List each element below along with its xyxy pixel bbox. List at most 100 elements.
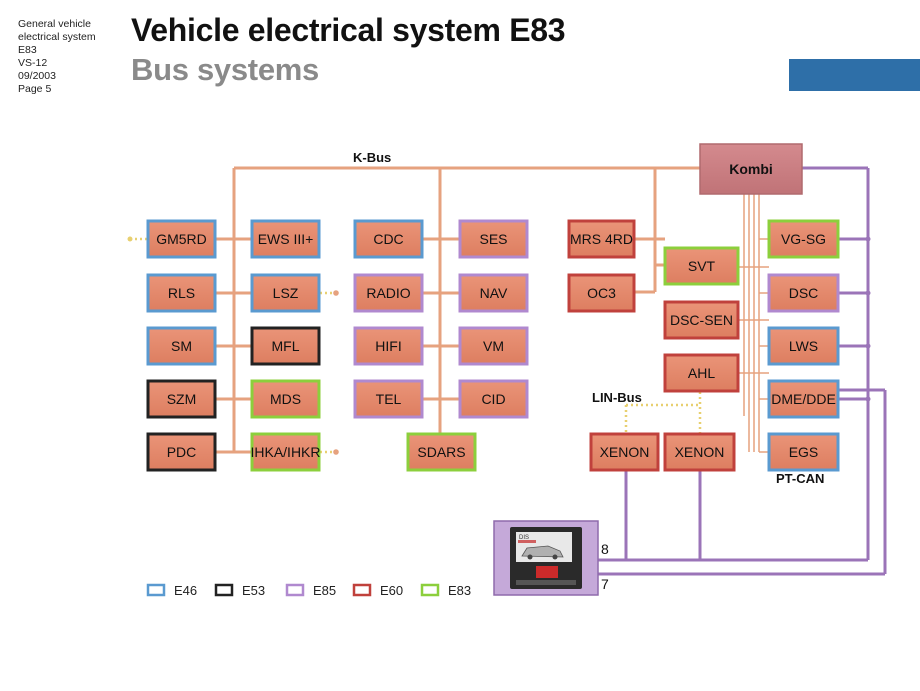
connector-dot <box>333 290 339 296</box>
module-ihka: IHKA/IHKR <box>250 432 321 472</box>
module-label: DSC <box>789 285 819 301</box>
module-label: SES <box>479 231 507 247</box>
module-oc3: OC3 <box>567 273 636 313</box>
page-title: Vehicle electrical system E83 <box>131 12 566 48</box>
meta-line: electrical system <box>18 31 96 43</box>
module-label: HIFI <box>375 338 401 354</box>
legend-swatch <box>214 583 234 597</box>
module-tel: TEL <box>353 379 424 419</box>
module-label: IHKA/IHKR <box>250 444 320 460</box>
pt-can-label: PT-CAN <box>776 471 824 486</box>
meta-line: General vehicle <box>18 18 91 30</box>
pin-7-label: 7 <box>601 576 609 592</box>
legend: E46 E53 E85 E60 E83 <box>146 583 471 598</box>
module-label: MFL <box>272 338 300 354</box>
k-bus-wiring <box>215 166 700 454</box>
connector-dot <box>865 396 871 402</box>
module-dsc: DSC <box>767 273 840 313</box>
diagnosis-tester: DIS <box>493 520 599 596</box>
module-dme-dde: DME/DDE <box>767 379 840 419</box>
module-label: CDC <box>373 231 403 247</box>
lin-bus-wiring <box>130 237 702 454</box>
module-vg-sg: VG-SG <box>767 219 840 259</box>
module-xenon-right: XENON <box>663 432 736 472</box>
k-bus-label: K-Bus <box>353 150 391 165</box>
module-label: LSZ <box>273 285 299 301</box>
module-radio: RADIO <box>353 273 424 313</box>
module-xenon-left: XENON <box>589 432 660 472</box>
module-label: LWS <box>789 338 818 354</box>
module-mds: MDS <box>250 379 321 419</box>
module-svt: SVT <box>663 246 740 286</box>
page-subtitle: Bus systems <box>131 52 319 87</box>
module-ews: EWS III+ <box>250 219 321 259</box>
module-kombi: Kombi <box>699 143 803 195</box>
legend-label: E60 <box>380 583 403 598</box>
module-gm5rd: GM5RD <box>146 219 217 259</box>
meta-line: E83 <box>18 44 37 56</box>
legend-label: E85 <box>313 583 336 598</box>
module-label: DME/DDE <box>771 391 836 407</box>
module-label: EWS III+ <box>258 231 314 247</box>
legend-label: E83 <box>448 583 471 598</box>
module-label: Kombi <box>729 161 773 177</box>
meta-line: 09/2003 <box>18 70 56 82</box>
legend-label: E46 <box>174 583 197 598</box>
module-label: DSC-SEN <box>670 312 733 328</box>
legend-swatch <box>146 583 166 597</box>
module-dsc-sen: DSC-SEN <box>663 300 740 340</box>
module-label: MRS 4RD <box>570 231 633 247</box>
module-lsz: LSZ <box>250 273 321 313</box>
pin-8-label: 8 <box>601 541 609 557</box>
dis-screen-label: DIS <box>519 535 529 541</box>
module-label: NAV <box>480 285 508 301</box>
module-label: SDARS <box>417 444 465 460</box>
meta-line: Page 5 <box>18 83 52 95</box>
module-label: RADIO <box>366 285 410 301</box>
module-ahl: AHL <box>663 353 740 393</box>
diagnosis-wiring <box>598 166 887 576</box>
connector-dot <box>865 236 871 242</box>
module-sm: SM <box>146 326 217 366</box>
module-label: XENON <box>675 444 725 460</box>
kombi-interconnect <box>738 194 769 453</box>
module-label: SVT <box>688 258 716 274</box>
module-ses: SES <box>458 219 529 259</box>
module-label: VM <box>483 338 504 354</box>
module-nav: NAV <box>458 273 529 313</box>
module-cdc: CDC <box>353 219 424 259</box>
module-label: GM5RD <box>156 231 207 247</box>
module-mrs4rd: MRS 4RD <box>567 219 636 259</box>
lin-bus-label: LIN-Bus <box>592 390 642 405</box>
module-sdars: SDARS <box>406 432 477 472</box>
module-label: XENON <box>600 444 650 460</box>
module-label: EGS <box>789 444 819 460</box>
module-label: AHL <box>688 365 715 381</box>
legend-swatch <box>285 583 305 597</box>
module-label: TEL <box>376 391 402 407</box>
legend-swatch <box>352 583 372 597</box>
module-egs: EGS <box>767 432 840 472</box>
module-szm: SZM <box>146 379 217 419</box>
connector-dot <box>865 343 871 349</box>
module-label: OC3 <box>587 285 616 301</box>
document-meta: General vehicle electrical system E83 VS… <box>18 18 96 96</box>
legend-swatch <box>420 583 440 597</box>
module-label: VG-SG <box>781 231 826 247</box>
connector-dot <box>865 290 871 296</box>
module-pdc: PDC <box>146 432 217 472</box>
meta-line: VS-12 <box>18 57 48 69</box>
module-label: RLS <box>168 285 195 301</box>
module-label: SZM <box>167 391 197 407</box>
module-cid: CID <box>458 379 529 419</box>
connector-dot <box>127 236 133 242</box>
brand-bar <box>789 59 920 91</box>
connector-dot <box>333 449 339 455</box>
module-hifi: HIFI <box>353 326 424 366</box>
module-vm: VM <box>458 326 529 366</box>
module-rls: RLS <box>146 273 217 313</box>
legend-label: E53 <box>242 583 265 598</box>
module-label: PDC <box>167 444 197 460</box>
module-label: MDS <box>270 391 301 407</box>
